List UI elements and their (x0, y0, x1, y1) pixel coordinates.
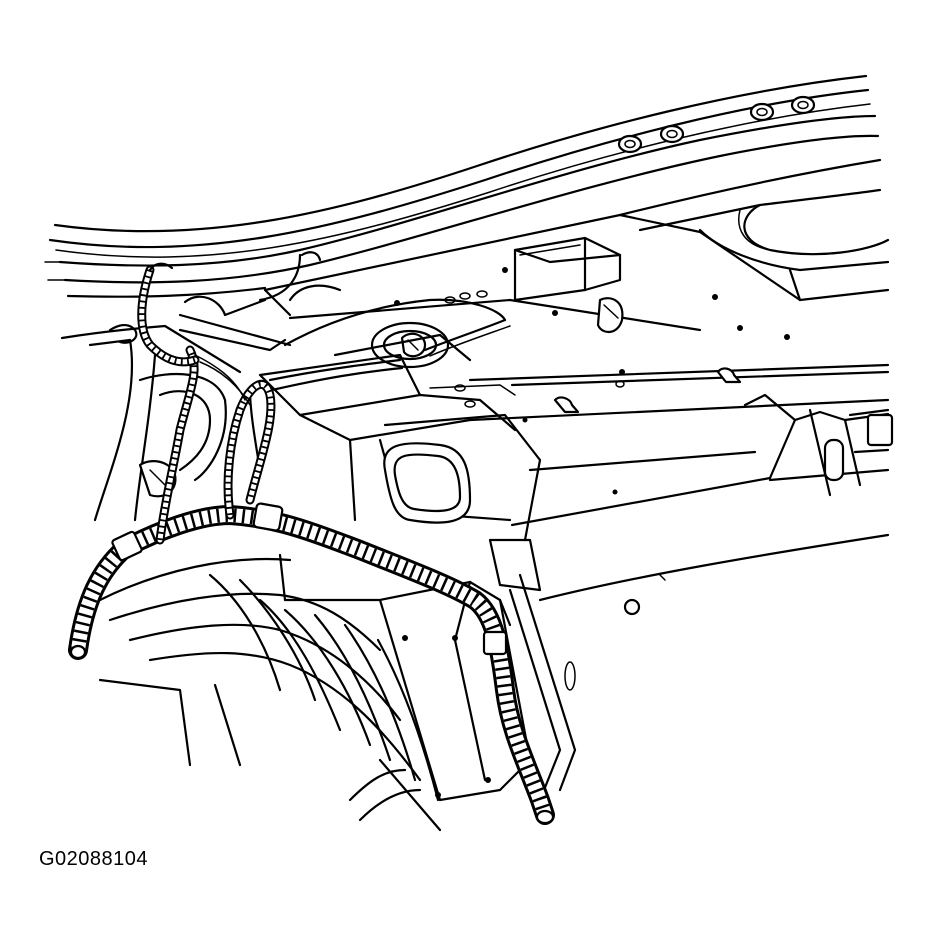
wheelhouse-floor (98, 557, 442, 832)
figure-code-label: G02088104 (39, 848, 149, 870)
trunk-rear-panel (468, 393, 894, 691)
control-module (513, 236, 624, 333)
panel-fasteners (553, 367, 742, 414)
upper-body-panel (44, 74, 880, 298)
rear-deck-bracket (248, 353, 542, 542)
main-wiring-harness (68, 502, 555, 825)
branch-harness-upper (137, 262, 276, 545)
speaker-wires (258, 251, 511, 392)
rear-shelf-panel (263, 158, 890, 495)
tail-lamp-opening (383, 442, 472, 524)
